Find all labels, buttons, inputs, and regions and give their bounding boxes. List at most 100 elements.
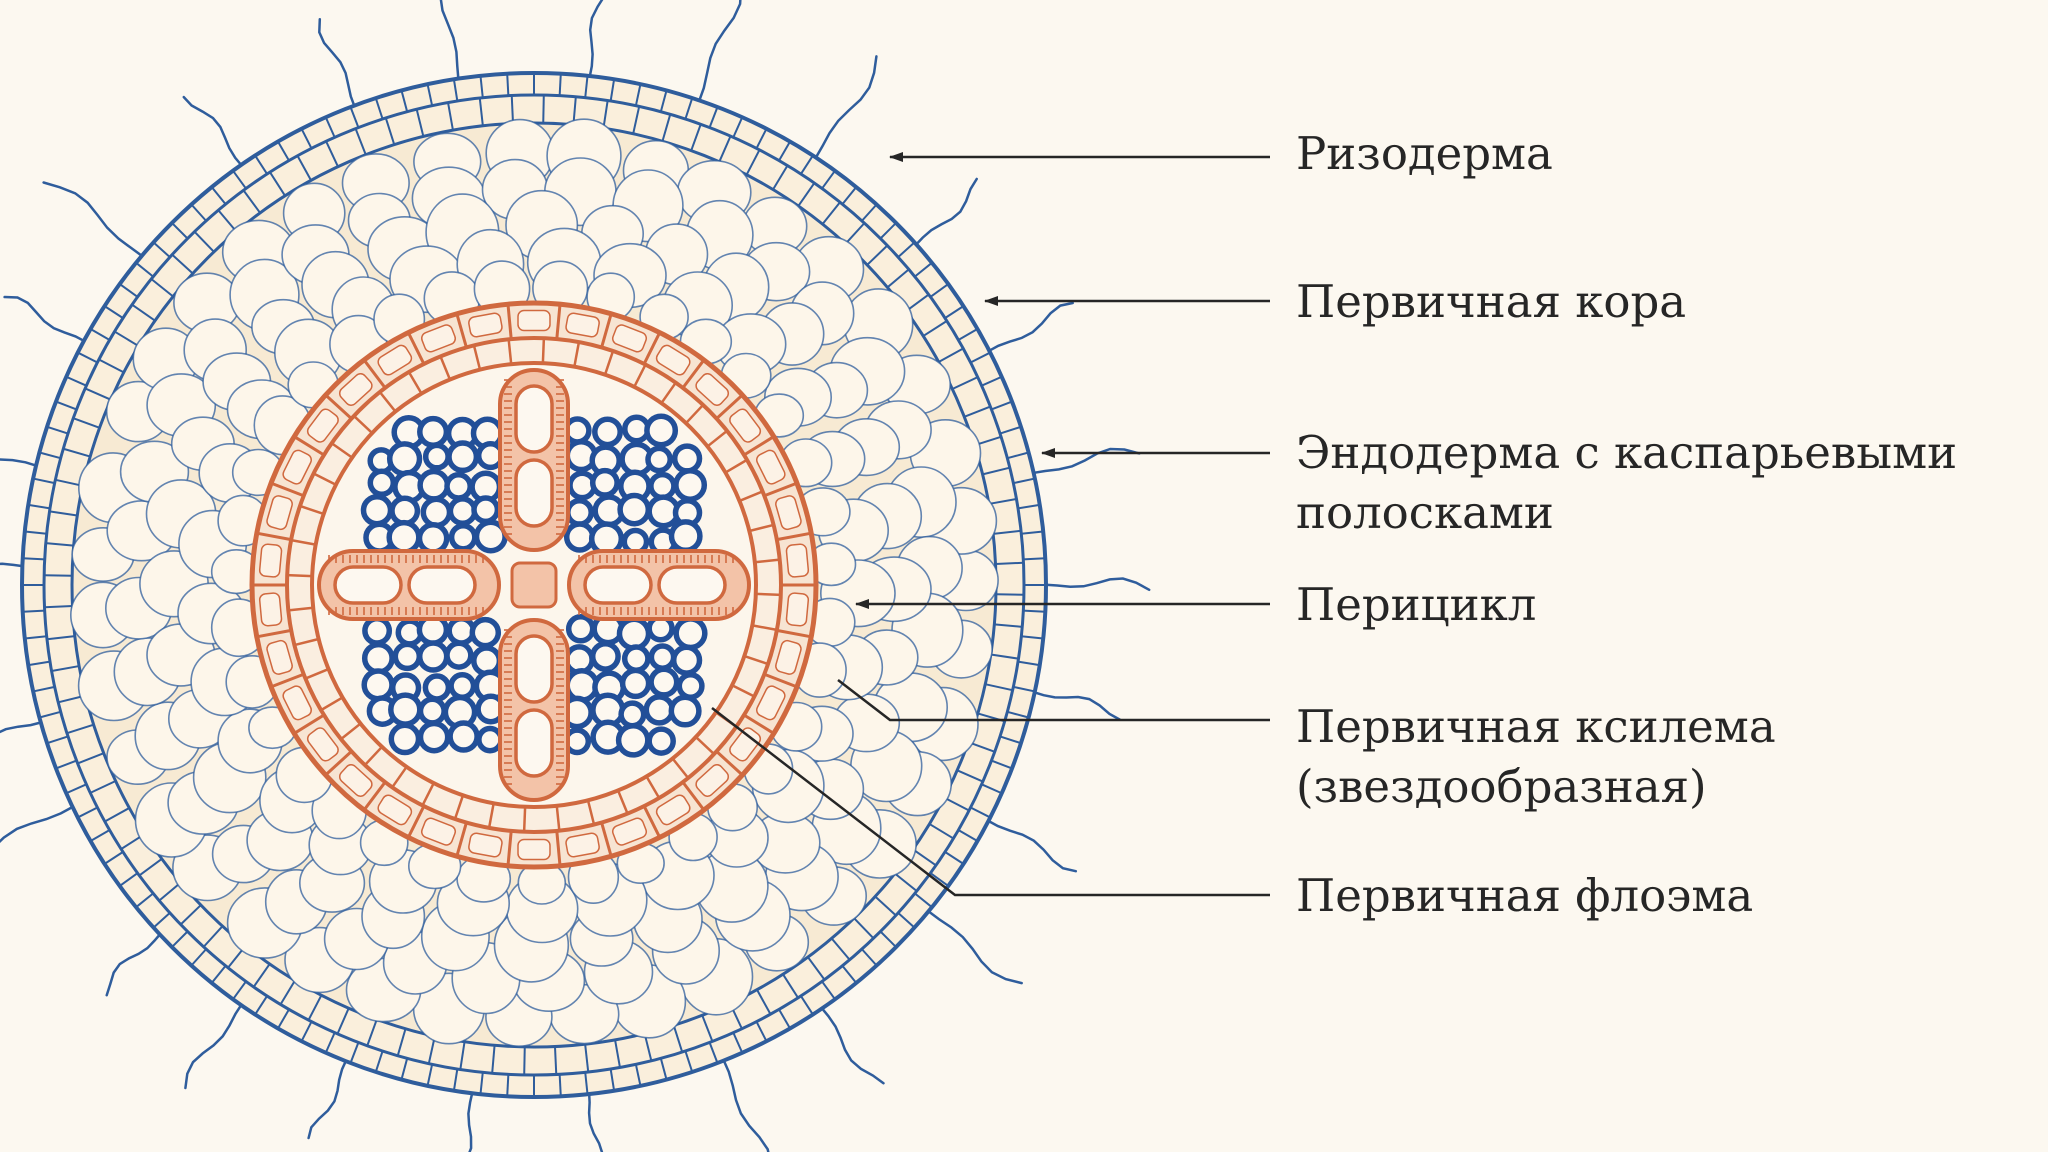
rhizoderm-cell-wall bbox=[957, 829, 978, 842]
endoderm-cell bbox=[729, 408, 762, 443]
phloem-cell bbox=[389, 495, 421, 527]
rhizoderm-cell-wall bbox=[152, 241, 171, 258]
rhizoderm-cell-wall bbox=[171, 930, 189, 948]
rhizoderm-cell-wall bbox=[46, 425, 69, 435]
rhizoderm-cell-wall bbox=[119, 283, 139, 298]
rhizoderm-cell-wall bbox=[65, 375, 87, 387]
exodermis-cell-wall bbox=[63, 447, 91, 458]
exodermis-cell-wall bbox=[158, 881, 182, 902]
rhizoderm-cell-wall bbox=[32, 477, 55, 485]
endoderm-cell bbox=[611, 324, 648, 353]
root-hair bbox=[587, 1090, 604, 1152]
rhizoderm-cell-wall bbox=[929, 283, 949, 298]
root-hair bbox=[184, 1002, 244, 1090]
endoderm-cell bbox=[729, 727, 762, 762]
xylem-vessel bbox=[333, 565, 403, 605]
rhizoderm-cell-wall bbox=[324, 1032, 336, 1054]
exodermis-cell-wall bbox=[807, 956, 826, 981]
phloem-cell bbox=[388, 722, 422, 756]
rhizoderm-cell-wall bbox=[300, 1021, 313, 1042]
rhizoderm-cell-wall bbox=[778, 141, 791, 162]
endoderm-cell-wall bbox=[256, 628, 292, 639]
endoderm-cell bbox=[775, 639, 802, 675]
phloem-cell bbox=[417, 696, 447, 726]
exodermis-cell-wall bbox=[77, 752, 105, 765]
endoderm-cell bbox=[517, 838, 551, 861]
exodermis-cell-wall bbox=[542, 95, 545, 124]
label-xylem-line1: Первичная ксилема bbox=[1296, 700, 1776, 753]
endoderm-cell-wall bbox=[555, 304, 562, 340]
exodermis-cell-wall bbox=[994, 623, 1023, 628]
exodermis-cell-wall bbox=[844, 222, 866, 245]
exodermis-cell-wall bbox=[98, 358, 125, 374]
phloem-cell bbox=[471, 495, 501, 525]
phloem-cell bbox=[648, 643, 677, 671]
rhizoderm-cell-wall bbox=[254, 995, 268, 1015]
exodermis-cell-wall bbox=[66, 723, 94, 735]
endoderm-cell-wall bbox=[743, 435, 775, 457]
primary-xylem-star bbox=[317, 368, 751, 802]
phloem-cell bbox=[592, 416, 623, 448]
rhizoderm-cell-wall bbox=[609, 1068, 616, 1091]
phloem-cell bbox=[676, 671, 705, 701]
rhizoderm-cell-wall bbox=[841, 965, 857, 984]
root-hair bbox=[813, 55, 878, 161]
endoderm-cell bbox=[611, 817, 648, 846]
pericycle-cell-wall bbox=[330, 442, 353, 459]
exodermis-cell-wall bbox=[354, 128, 367, 156]
rhizoderm-cell-wall bbox=[558, 1074, 562, 1097]
root-hair bbox=[42, 181, 145, 259]
rhizoderm-cell-wall bbox=[135, 262, 154, 278]
rhizoderm-cell-wall bbox=[77, 806, 98, 819]
exodermis-cell-wall bbox=[150, 278, 174, 298]
endoderm-cell-wall bbox=[324, 750, 353, 777]
pericycle-cell-wall bbox=[290, 538, 316, 546]
exodermis-cell-wall bbox=[217, 209, 238, 233]
exodermis-cell-wall bbox=[928, 823, 954, 840]
phloem-cell bbox=[362, 615, 393, 646]
phloem-cell bbox=[646, 726, 676, 756]
endoderm-cell bbox=[420, 817, 457, 846]
rhizoderm-cell-wall bbox=[300, 128, 313, 149]
rhizoderm-cell-wall bbox=[171, 222, 189, 240]
rhizoderm-cell-wall bbox=[22, 609, 45, 613]
exodermis-cell-wall bbox=[853, 917, 875, 940]
rhizoderm-cell-wall bbox=[999, 735, 1022, 745]
rhizoderm-cell-wall bbox=[374, 1050, 384, 1073]
exodermis-cell-wall bbox=[821, 201, 841, 225]
root-hair bbox=[0, 562, 26, 568]
root-hair bbox=[3, 295, 87, 344]
root-hair bbox=[913, 177, 978, 248]
root-hair bbox=[307, 1058, 348, 1140]
exodermis-cell-wall bbox=[995, 561, 1024, 566]
rhizoderm-cell-wall bbox=[506, 73, 510, 96]
pericycle-cell-wall bbox=[755, 592, 781, 597]
rhizoderm-cell-wall bbox=[634, 1064, 642, 1087]
pericycle-cell-wall bbox=[353, 415, 374, 434]
label-pericycle: Перицикл bbox=[1296, 578, 1537, 631]
rhizoderm-cell-wall bbox=[1007, 710, 1029, 719]
phloem-cell bbox=[616, 616, 652, 651]
exodermis-cell-wall bbox=[661, 114, 672, 142]
phloem-cell bbox=[643, 694, 676, 726]
rhizoderm-cell-wall bbox=[479, 75, 484, 98]
endoderm-cell-wall bbox=[506, 304, 513, 340]
rhizoderm-cell-wall bbox=[90, 829, 111, 842]
phloem-cell bbox=[417, 468, 451, 502]
exodermis-cell-wall bbox=[44, 604, 73, 609]
phloem-cell bbox=[476, 725, 504, 754]
endoderm-cell-wall bbox=[293, 713, 325, 735]
phloem-cell bbox=[645, 445, 673, 474]
rhizoderm-cell-wall bbox=[708, 1042, 719, 1064]
phloem-cell bbox=[386, 519, 422, 555]
xylem-vessel bbox=[583, 565, 653, 605]
endoderm-cell bbox=[306, 727, 339, 762]
exodermis-cell-wall bbox=[797, 182, 816, 207]
endoderm-cell-wall bbox=[362, 781, 387, 811]
pericycle-cell-wall bbox=[616, 789, 629, 815]
xylem-vessel bbox=[657, 565, 727, 605]
root-hair bbox=[0, 458, 40, 468]
endoderm-cell-wall bbox=[270, 481, 305, 498]
pericycle-cell-wall bbox=[407, 371, 423, 395]
rhizoderm-cell-wall bbox=[732, 1032, 744, 1054]
